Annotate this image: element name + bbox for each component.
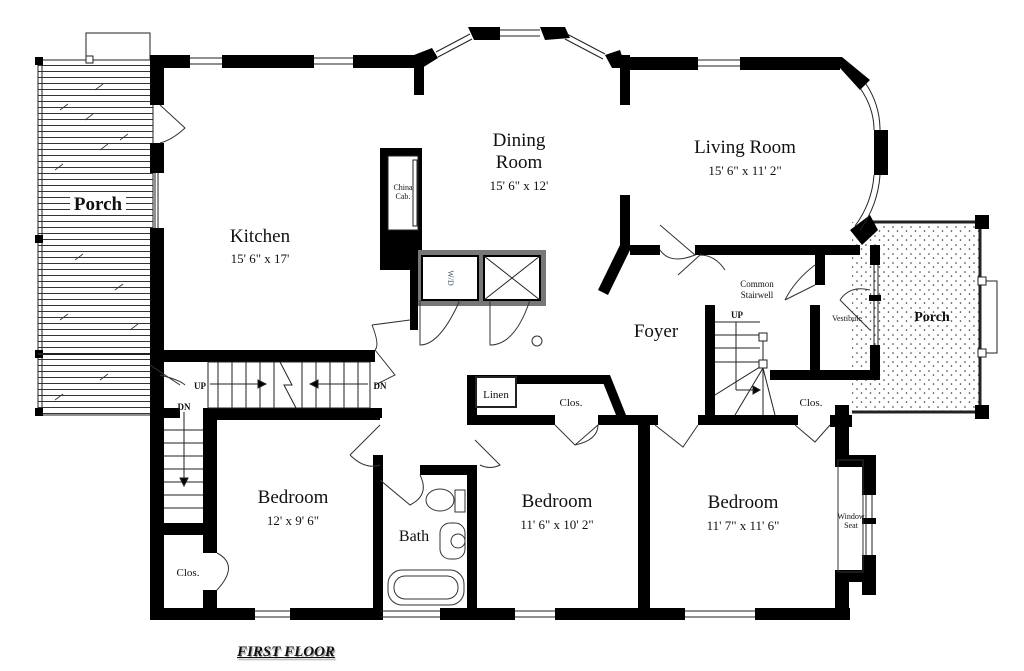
dining-dims: 15' 6" x 12' xyxy=(490,178,549,193)
porch-left-label: Porch xyxy=(74,194,123,215)
linen-label: Linen xyxy=(483,389,509,401)
walls xyxy=(150,27,888,620)
bedroom2-label: Bedroom xyxy=(522,491,593,512)
closet-bed1-label: Clos. xyxy=(177,567,200,579)
china-cab-label-1: China xyxy=(393,183,413,192)
bath-fixtures xyxy=(387,335,864,606)
porch-right-label: Porch xyxy=(914,310,950,325)
back-stair-dn-label: DN xyxy=(178,402,191,412)
kitchen-label: Kitchen xyxy=(230,226,291,247)
living-label: Living Room xyxy=(694,137,796,158)
bedroom1-dims: 12' x 9' 6" xyxy=(267,513,319,528)
bedroom1-label: Bedroom xyxy=(258,487,329,508)
labels: Kitchen 15' 6" x 17' Dining Room 15' 6" … xyxy=(177,130,865,579)
wd-label: W/D xyxy=(446,270,455,286)
window-seat-label-1: Window xyxy=(837,512,864,521)
closet-bed2-label: Clos. xyxy=(560,397,583,409)
dining-label-2: Room xyxy=(496,152,543,173)
foyer-label: Foyer xyxy=(634,321,679,342)
closet-bed3-label: Clos. xyxy=(800,397,823,409)
window-seat-label-2: Seat xyxy=(844,521,859,530)
bedroom2-dims: 11' 6" x 10' 2" xyxy=(520,517,593,532)
bath-label: Bath xyxy=(399,528,429,545)
stairwell-label-1: Common xyxy=(740,279,774,289)
doors xyxy=(149,104,871,591)
stair-up-label: UP xyxy=(194,381,206,391)
bedroom3-label: Bedroom xyxy=(708,492,779,513)
common-stair-up-label: UP xyxy=(731,310,743,320)
dining-label-1: Dining xyxy=(493,130,546,151)
floor-title: FIRST FLOOR xyxy=(237,644,335,660)
stair-dn-label: DN xyxy=(374,381,387,391)
vestibule-label: Vestibule xyxy=(832,314,862,323)
left-porch: Porch xyxy=(35,32,154,416)
china-cab-label-2: Cab. xyxy=(396,192,411,201)
living-dims: 15' 6" x 11' 2" xyxy=(708,163,781,178)
main-stairs xyxy=(164,321,776,509)
kitchen-dims: 15' 6" x 17' xyxy=(231,251,290,266)
stairwell-label-2: Stairwell xyxy=(741,290,774,300)
bedroom3-dims: 11' 7" x 11' 6" xyxy=(707,518,780,533)
